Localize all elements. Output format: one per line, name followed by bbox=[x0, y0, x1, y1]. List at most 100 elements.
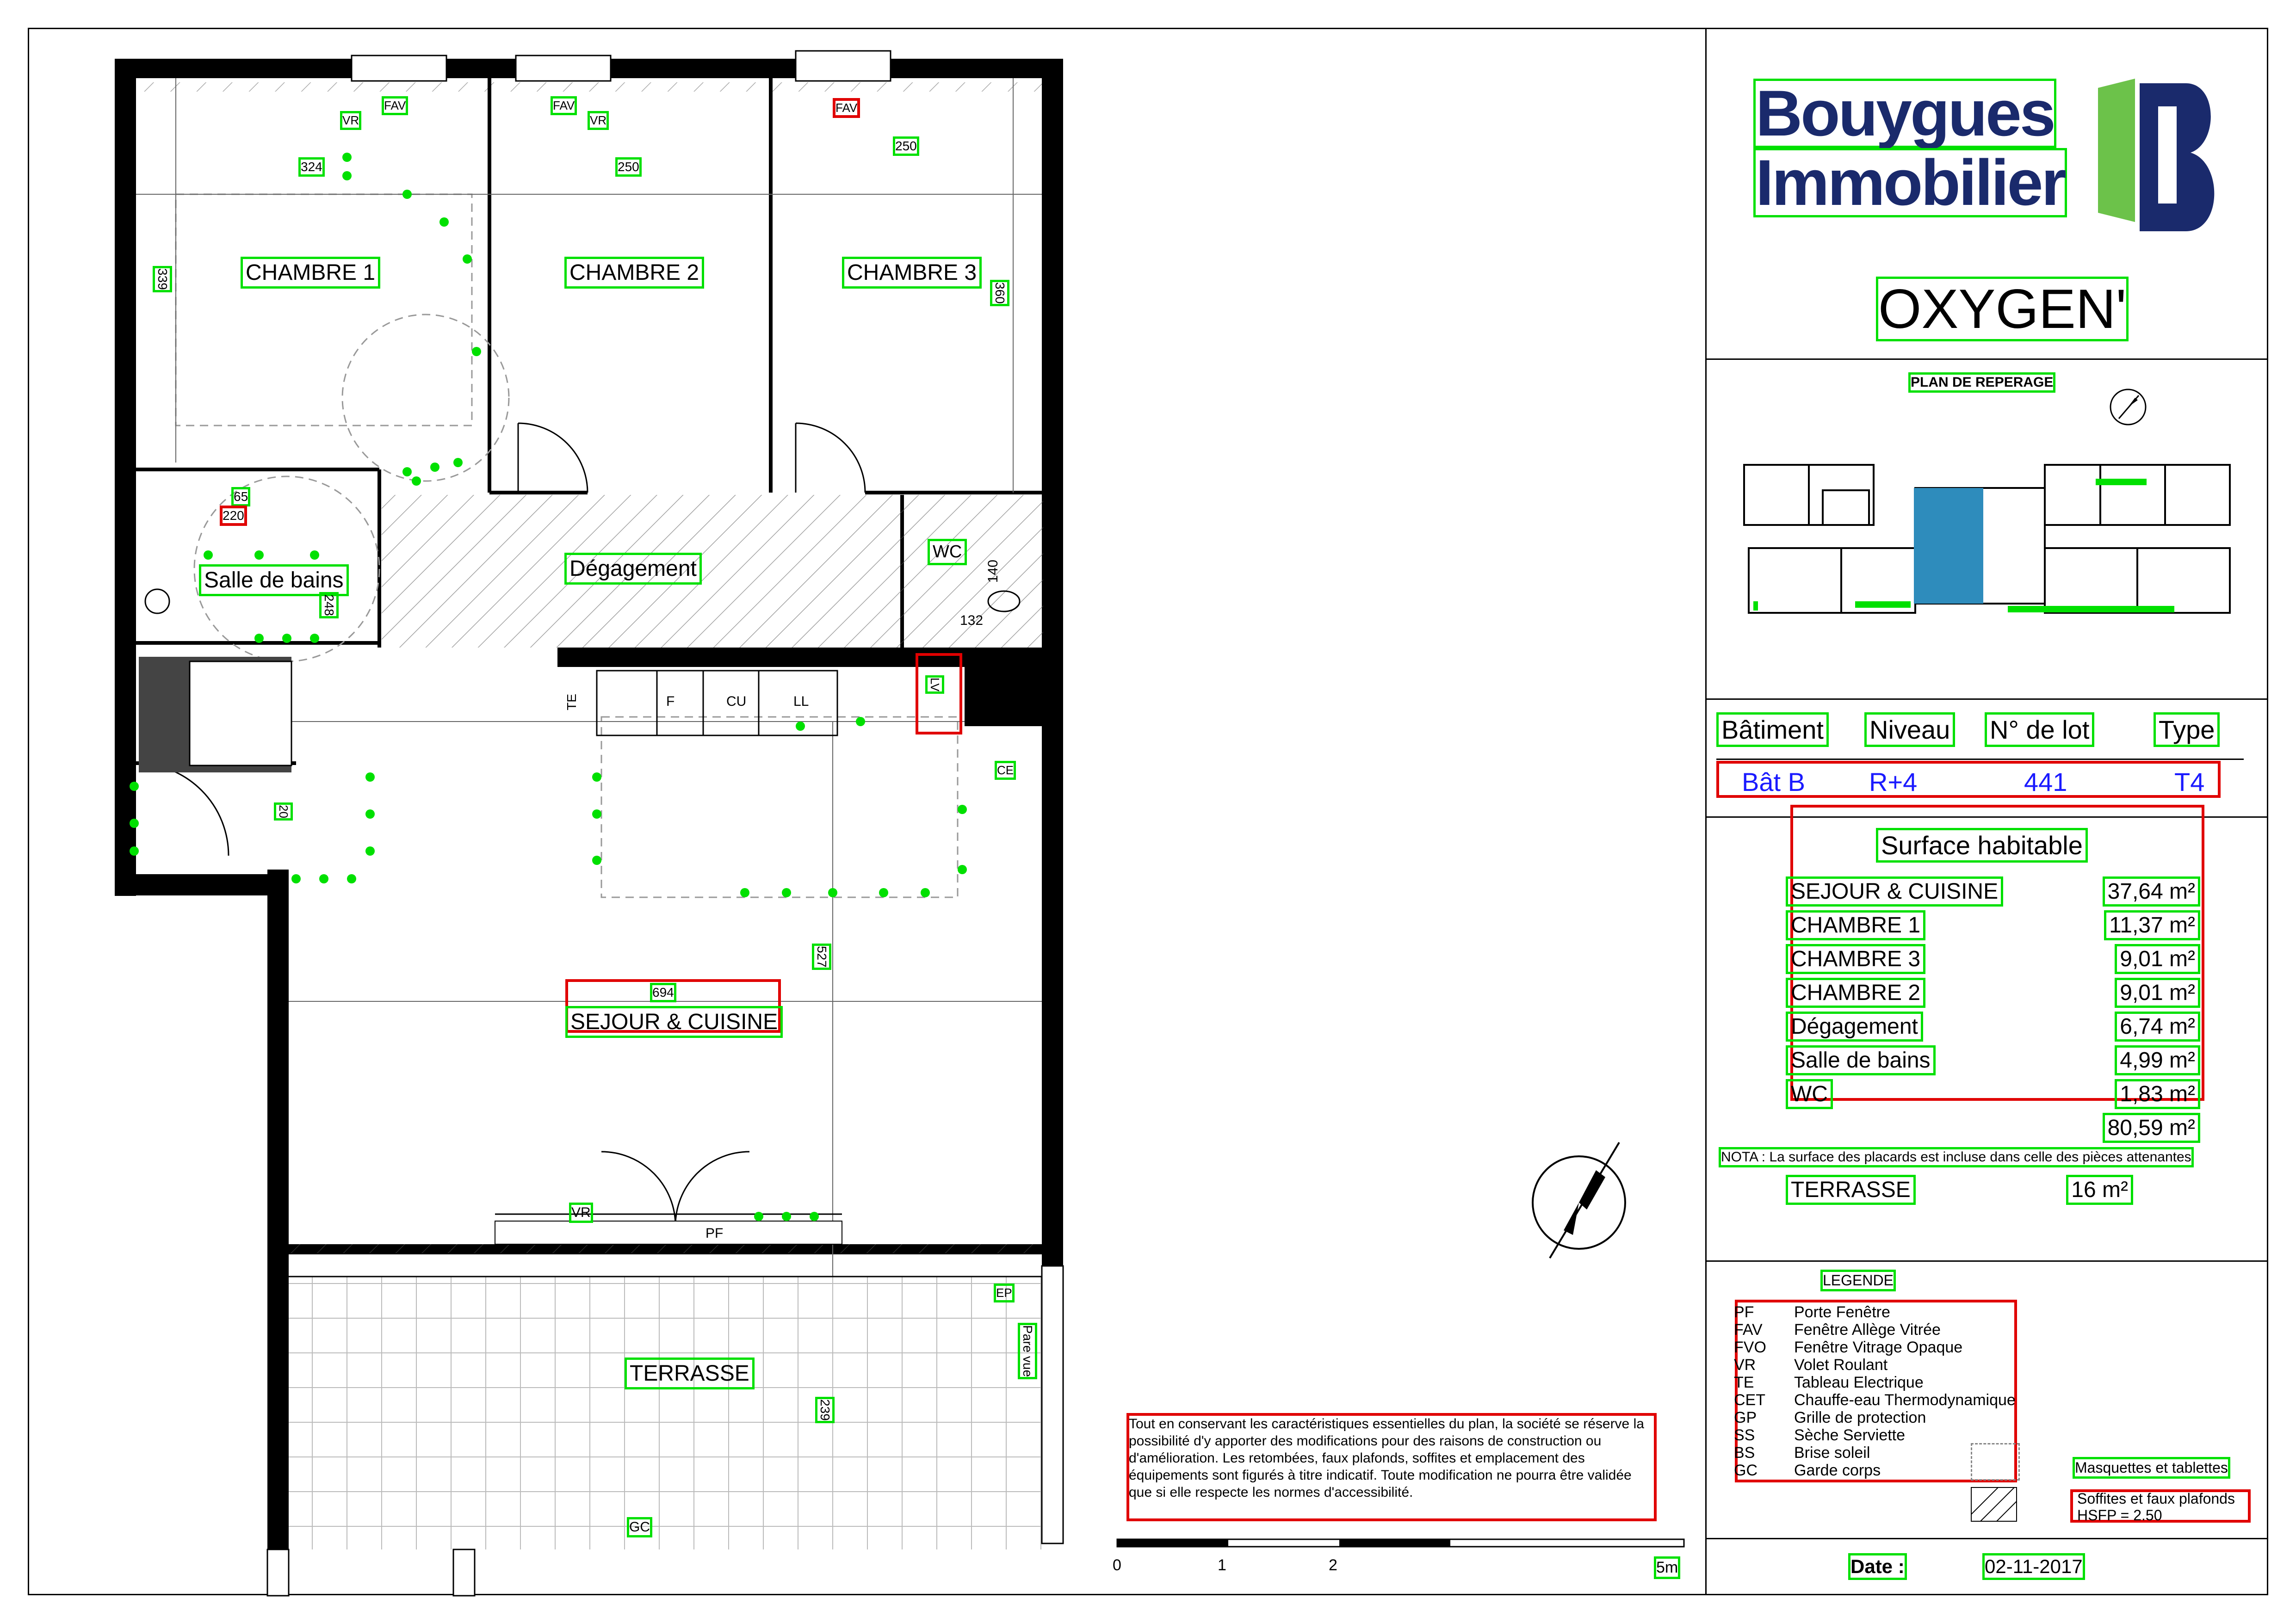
project-name: OXYGEN' bbox=[1876, 277, 2129, 341]
surface-row: WC 1,83 m² bbox=[1786, 1079, 2200, 1110]
surface-row: SEJOUR & CUISINE 37,64 m² bbox=[1786, 876, 2200, 907]
legend-frame bbox=[1735, 1300, 2017, 1482]
surface-row-value: 9,01 m² bbox=[2115, 978, 2200, 1008]
legend-title: LEGENDE bbox=[1820, 1270, 1896, 1291]
label-fav-1: FAV bbox=[382, 96, 408, 115]
lot-header-lot-number: N° de lot bbox=[1985, 712, 2095, 747]
surface-row-value: 37,64 m² bbox=[2102, 876, 2200, 907]
label-ll: LL bbox=[793, 694, 809, 709]
legend-code: CET bbox=[1734, 1391, 1765, 1409]
surface-row-name: Salle de bains bbox=[1786, 1045, 1936, 1075]
north-symbol bbox=[1532, 1142, 1626, 1259]
terrace-value: 16 m² bbox=[2066, 1175, 2133, 1205]
label-lv: LV bbox=[925, 675, 944, 694]
label-fav-3: FAV bbox=[833, 98, 860, 118]
divider-2 bbox=[1705, 698, 2268, 700]
scale-bar bbox=[1116, 1538, 1685, 1548]
divider-5 bbox=[1705, 1538, 2268, 1539]
surface-row-value: 11,37 m² bbox=[2104, 910, 2200, 940]
date-value: 02-11-2017 bbox=[1982, 1553, 2085, 1580]
label-gc: GC bbox=[627, 1517, 652, 1537]
label-ep: EP bbox=[994, 1284, 1015, 1302]
legend-desc: Sèche Serviette bbox=[1794, 1426, 1906, 1444]
surface-row: CHAMBRE 3 9,01 m² bbox=[1786, 944, 2200, 975]
terrace-name: TERRASSE bbox=[1786, 1175, 1916, 1205]
lot-header-level: Niveau bbox=[1864, 712, 1956, 747]
divider-4 bbox=[1705, 1260, 2268, 1262]
lot-value-lot-number: 441 bbox=[2024, 767, 2067, 796]
legend-desc: Grille de protection bbox=[1794, 1409, 1926, 1426]
dim-324: 324 bbox=[298, 157, 325, 177]
room-sejour-cuisine: SEJOUR & CUISINE bbox=[565, 1006, 783, 1038]
legend-desc: Brise soleil bbox=[1794, 1444, 1870, 1462]
lot-table-rule bbox=[1716, 759, 2244, 760]
legend-code: VR bbox=[1734, 1356, 1756, 1374]
dim-694: 694 bbox=[650, 983, 676, 1002]
surface-title: Surface habitable bbox=[1876, 828, 2088, 863]
dim-527: 527 bbox=[812, 944, 831, 970]
legend-desc: Tableau Electrique bbox=[1794, 1374, 1924, 1391]
label-ce: CE bbox=[995, 761, 1016, 780]
label-f: F bbox=[666, 694, 675, 709]
surface-row-value: 1,83 m² bbox=[2115, 1079, 2200, 1109]
surface-note: NOTA : La surface des placards est inclu… bbox=[1719, 1147, 2194, 1167]
legend-code: PF bbox=[1734, 1303, 1754, 1321]
lot-header-building: Bâtiment bbox=[1716, 712, 1829, 747]
scale-tick-2: 2 bbox=[1329, 1556, 1337, 1574]
dim-220: 220 bbox=[220, 506, 247, 526]
legend-code: BS bbox=[1734, 1444, 1755, 1462]
hsfp-label: HSFP = 2.50 bbox=[2077, 1507, 2162, 1524]
brand-name-line-2: Immobilier bbox=[1753, 148, 2067, 217]
legend-code: SS bbox=[1734, 1426, 1755, 1444]
interior-walls bbox=[136, 78, 1042, 765]
surface-row: Dégagement 6,74 m² bbox=[1786, 1012, 2200, 1042]
lot-value-level: R+4 bbox=[1869, 767, 1918, 796]
date-label: Date : bbox=[1848, 1553, 1907, 1580]
terrace-row: TERRASSE 16 m² bbox=[1786, 1175, 2200, 1205]
surface-row-value: 6,74 m² bbox=[2115, 1012, 2200, 1042]
legend-code: GC bbox=[1734, 1462, 1758, 1479]
sheet-border bbox=[28, 28, 2268, 1595]
lot-table: Bâtiment Niveau N° de lot Type Bât B R+4… bbox=[1716, 712, 2244, 809]
disclaimer-text: Tout en conservant les caractéristiques … bbox=[1129, 1416, 1644, 1500]
label-cu: CU bbox=[726, 694, 747, 709]
lot-header-type: Type bbox=[2154, 712, 2220, 747]
scale-tick-0: 0 bbox=[1113, 1556, 1121, 1574]
divider-1 bbox=[1705, 358, 2268, 360]
label-fav-2: FAV bbox=[551, 96, 577, 115]
legend-code: TE bbox=[1734, 1374, 1754, 1391]
surface-row-name: CHAMBRE 1 bbox=[1786, 910, 1926, 940]
dim-140: 140 bbox=[985, 560, 1001, 583]
divider-3 bbox=[1705, 816, 2268, 818]
surface-row-name: SEJOUR & CUISINE bbox=[1786, 876, 2004, 907]
room-degagement: Dégagement bbox=[564, 553, 702, 585]
dim-250-a: 250 bbox=[615, 157, 642, 177]
locator-compass-icon bbox=[2110, 389, 2147, 426]
dim-65: 65 bbox=[231, 487, 251, 506]
surface-total-row: 80,59 m² bbox=[1786, 1113, 2200, 1143]
soffites-label: Soffites et faux plafonds bbox=[2077, 1490, 2235, 1507]
surface-row-name: Dégagement bbox=[1786, 1012, 1923, 1042]
dim-250-b: 250 bbox=[893, 136, 919, 156]
label-pare-vue: Pare vue bbox=[1018, 1323, 1037, 1380]
soffites-swatch bbox=[1971, 1487, 2017, 1522]
masquettes-label: Masquettes et tablettes bbox=[2073, 1457, 2230, 1479]
surface-row: CHAMBRE 1 11,37 m² bbox=[1786, 910, 2200, 941]
surface-row-name: CHAMBRE 3 bbox=[1786, 944, 1926, 974]
legend-code: FVO bbox=[1734, 1339, 1766, 1356]
legend-code: GP bbox=[1734, 1409, 1757, 1426]
locator-title: PLAN DE REPERAGE bbox=[1908, 372, 2056, 393]
legend-desc: Volet Roulant bbox=[1794, 1356, 1888, 1374]
room-chambre-2: CHAMBRE 2 bbox=[564, 257, 705, 289]
legend-desc: Chauffe-eau Thermodynamique bbox=[1794, 1391, 2016, 1409]
surface-total-value: 80,59 m² bbox=[2102, 1113, 2200, 1143]
locator-plan bbox=[1743, 464, 2231, 614]
dim-20: 20 bbox=[274, 802, 293, 821]
title-block-divider bbox=[1705, 28, 1707, 1595]
lot-values-row bbox=[1716, 761, 2221, 798]
legend-desc: Porte Fenêtre bbox=[1794, 1303, 1890, 1321]
dim-339: 339 bbox=[153, 266, 172, 292]
soffites-frame bbox=[2070, 1489, 2251, 1523]
surface-row-value: 4,99 m² bbox=[2115, 1045, 2200, 1075]
